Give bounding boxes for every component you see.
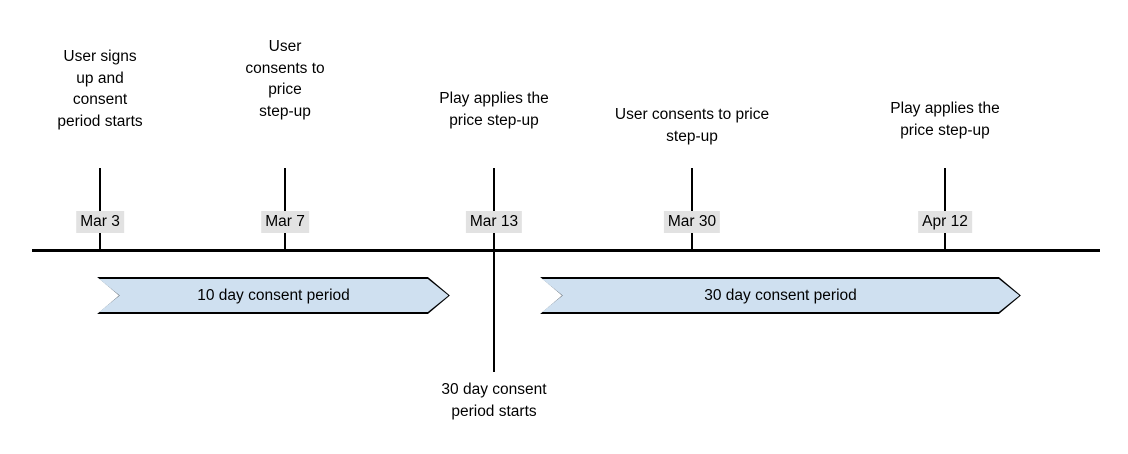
event-label-apr-12: Play applies the price step-up <box>890 100 1000 139</box>
event-label-mar-13: Play applies the price step-up <box>439 90 549 129</box>
date-chip-mar-7: Mar 7 <box>261 211 309 233</box>
event-tick-mar-3 <box>99 168 101 250</box>
annotation-30-day-consent-period-starts: 30 day consent period starts <box>441 381 547 420</box>
date-chip-mar-13: Mar 13 <box>465 211 523 233</box>
event-tick-apr-12 <box>944 168 946 250</box>
event-tick-mar-30 <box>691 168 693 250</box>
date-chip-mar-30: Mar 30 <box>663 211 721 233</box>
event-tick-mar-7 <box>284 168 286 250</box>
event-label-mar-30: User consents to price step-up <box>614 106 770 145</box>
period-banner-10-day: 10 day consent period <box>97 277 450 314</box>
date-chip-apr-12: Apr 12 <box>918 211 972 233</box>
event-label-mar-3: User signs up and consent period starts <box>57 48 143 130</box>
period-banner-30-day: 30 day consent period <box>540 277 1021 314</box>
timeline-axis <box>32 249 1100 252</box>
event-label-mar-7: User consents to price step-up <box>245 38 325 120</box>
date-chip-mar-3: Mar 3 <box>76 211 124 233</box>
event-tick-mar-13 <box>493 168 495 250</box>
banner-fill <box>99 279 449 313</box>
period-banner-label: 30 day consent period <box>704 286 857 304</box>
period-banner-label: 10 day consent period <box>197 286 350 304</box>
banner-fill <box>542 279 1020 313</box>
event-tick-mar-13-extension <box>493 250 495 372</box>
